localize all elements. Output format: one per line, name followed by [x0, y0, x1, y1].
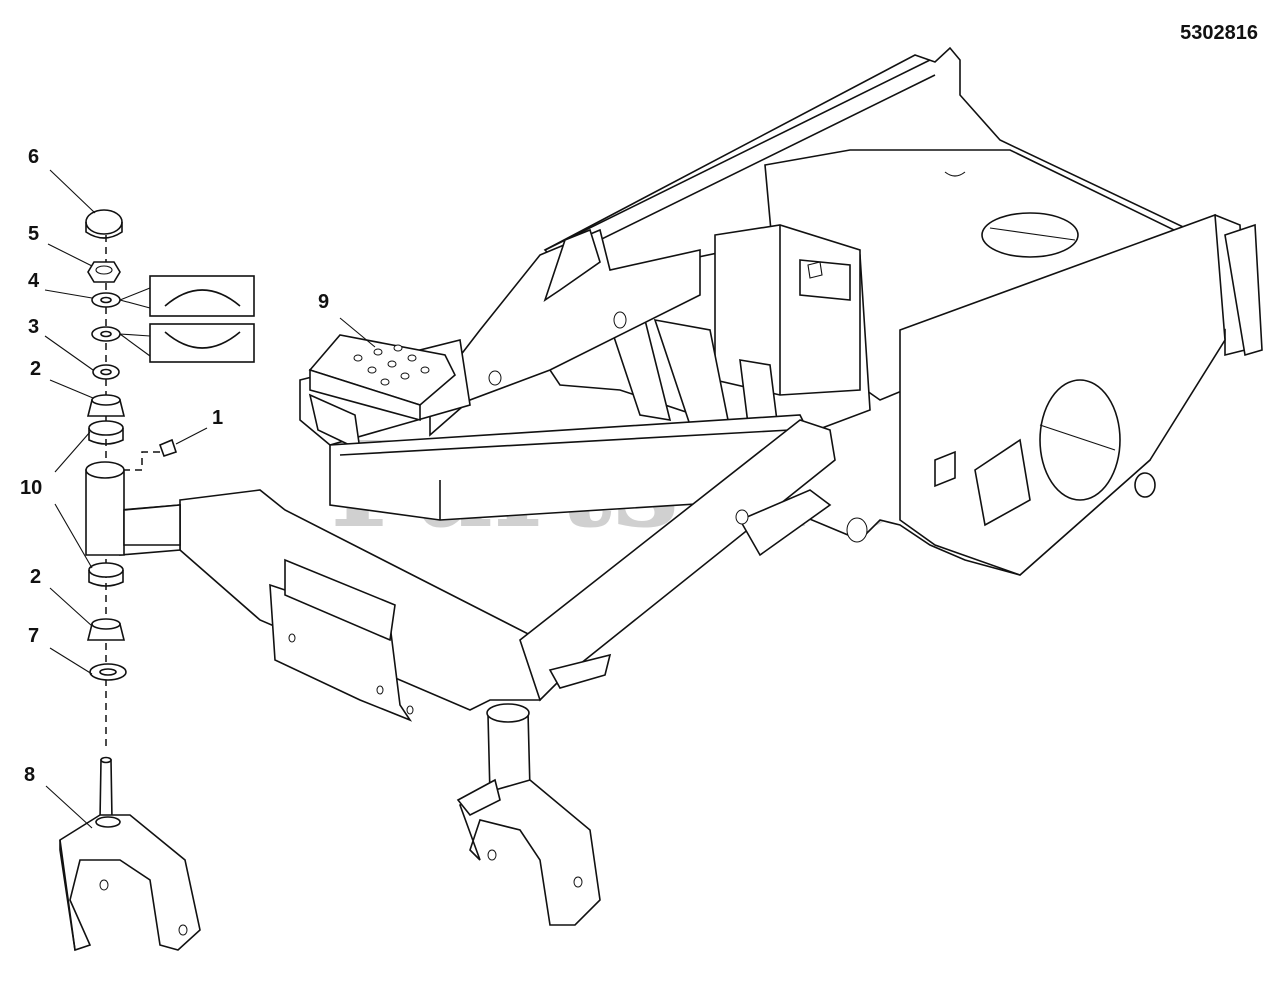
callout-numbers: 6 5 4 3 2 1 10 2 7 8 9: [20, 146, 329, 786]
callout-2-upper: 2: [30, 358, 41, 380]
callout-3: 3: [28, 316, 39, 338]
part-number-label: 5302816: [1180, 22, 1258, 44]
callout-5: 5: [28, 223, 39, 245]
callout-10: 10: [20, 477, 42, 499]
callout-2-lower: 2: [30, 566, 41, 588]
frame-assembly: [119, 46, 1263, 926]
caster-assembly-exploded: [59, 209, 201, 952]
washer-detail-boxes: [119, 275, 255, 363]
foot-plate-part-9: [308, 334, 456, 422]
callout-4: 4: [28, 270, 40, 292]
callout-1: 1: [212, 407, 223, 429]
callout-9: 9: [318, 291, 329, 313]
callout-7: 7: [28, 625, 39, 647]
callout-leaders: [44, 169, 376, 829]
callout-8: 8: [24, 764, 35, 786]
callout-6: 6: [28, 146, 39, 168]
